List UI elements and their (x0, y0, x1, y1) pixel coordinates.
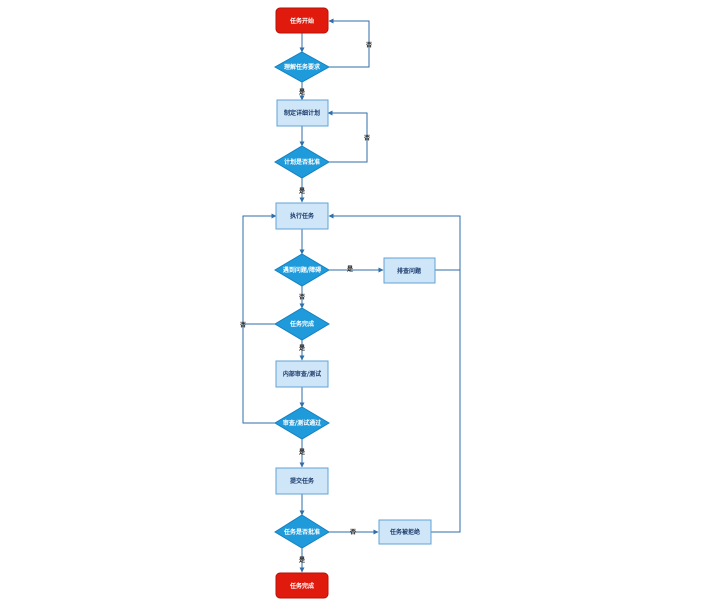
plan-approval-decision: 计划是否批准 (274, 145, 330, 179)
execute-process-label: 执行任务 (290, 212, 315, 220)
plan-approval-decision-label: 计划是否批准 (284, 158, 320, 166)
execute-process-shape (275, 202, 329, 230)
edge-label-taskdone-no: 否 (240, 321, 246, 329)
edge-labels: 否 是 否 是 是 否 否 是 是 否 是 (240, 41, 372, 564)
end-terminal-shape (275, 572, 329, 599)
end-terminal: 任务完成 (275, 572, 329, 599)
edge-rejected-to-execute (431, 270, 461, 533)
understand-decision-label: 理解任务要求 (284, 63, 321, 71)
troubleshoot-process-label: 排查问题 (397, 267, 422, 275)
plan-process-shape (276, 99, 329, 127)
review-process: 内部审查/测试 (275, 360, 329, 388)
submit-process-label: 提交任务 (290, 477, 315, 485)
task-done-decision-label: 任务完成 (289, 320, 314, 328)
edge-label-understand-no: 否 (366, 41, 372, 49)
edge-label-approved-yes: 是 (298, 556, 306, 564)
edge-review-no-loop (242, 324, 275, 424)
understand-decision-shape (273, 51, 331, 83)
edge-plan-approval-no-loop (327, 110, 368, 163)
task-approval-decision: 任务是否批准 (274, 514, 330, 549)
plan-process: 制定详细计划 (276, 99, 329, 127)
edge-label-approved-no: 否 (350, 528, 356, 536)
edge-taskdone-no-loop (242, 213, 277, 325)
start-terminal-label: 任务开始 (289, 17, 314, 25)
edge-label-problem-yes: 是 (346, 265, 354, 273)
execute-process: 执行任务 (275, 202, 329, 230)
edge-label-taskdone-yes: 是 (298, 344, 306, 352)
rejected-process-label: 任务被拒绝 (389, 528, 420, 536)
problem-decision-label: 遇到问题/障碍 (283, 266, 321, 274)
problem-decision-shape (274, 253, 330, 287)
task-approval-decision-shape (274, 514, 330, 549)
edge-understand-no-loop (328, 18, 370, 68)
review-passed-decision-label: 审查/测试通过 (283, 419, 321, 427)
task-done-decision: 任务完成 (274, 307, 330, 341)
nodes: 任务开始 理解任务要求 制定详细计划 计划是否批准 执行任务 遇到问题/障碍 (273, 7, 436, 599)
review-process-label: 内部审查/测试 (283, 370, 321, 378)
troubleshoot-process-shape (383, 257, 436, 284)
review-process-shape (275, 360, 329, 388)
review-passed-decision-shape (274, 406, 330, 440)
plan-process-label: 制定详细计划 (284, 109, 320, 117)
edge-label-review-yes: 是 (298, 448, 306, 456)
understand-decision: 理解任务要求 (273, 51, 331, 83)
submit-process-shape (275, 467, 329, 495)
edge-label-problem-no: 否 (299, 293, 305, 301)
task-approval-decision-label: 任务是否批准 (283, 528, 320, 536)
plan-approval-decision-shape (274, 145, 330, 179)
edges (242, 18, 461, 573)
edge-troubleshoot-to-execute (328, 213, 461, 271)
troubleshoot-process: 排查问题 (383, 257, 436, 284)
rejected-process: 任务被拒绝 (378, 519, 432, 545)
edge-label-plan-yes: 是 (298, 187, 306, 195)
edge-label-plan-no: 否 (364, 134, 370, 142)
end-terminal-label: 任务完成 (289, 582, 314, 590)
rejected-process-shape (378, 519, 432, 545)
problem-decision: 遇到问题/障碍 (274, 253, 330, 287)
start-terminal-shape (275, 7, 329, 34)
start-terminal: 任务开始 (275, 7, 329, 34)
task-done-decision-shape (274, 307, 330, 341)
submit-process: 提交任务 (275, 467, 329, 495)
edge-label-understand-yes: 是 (298, 88, 306, 96)
review-passed-decision: 审查/测试通过 (274, 406, 330, 440)
